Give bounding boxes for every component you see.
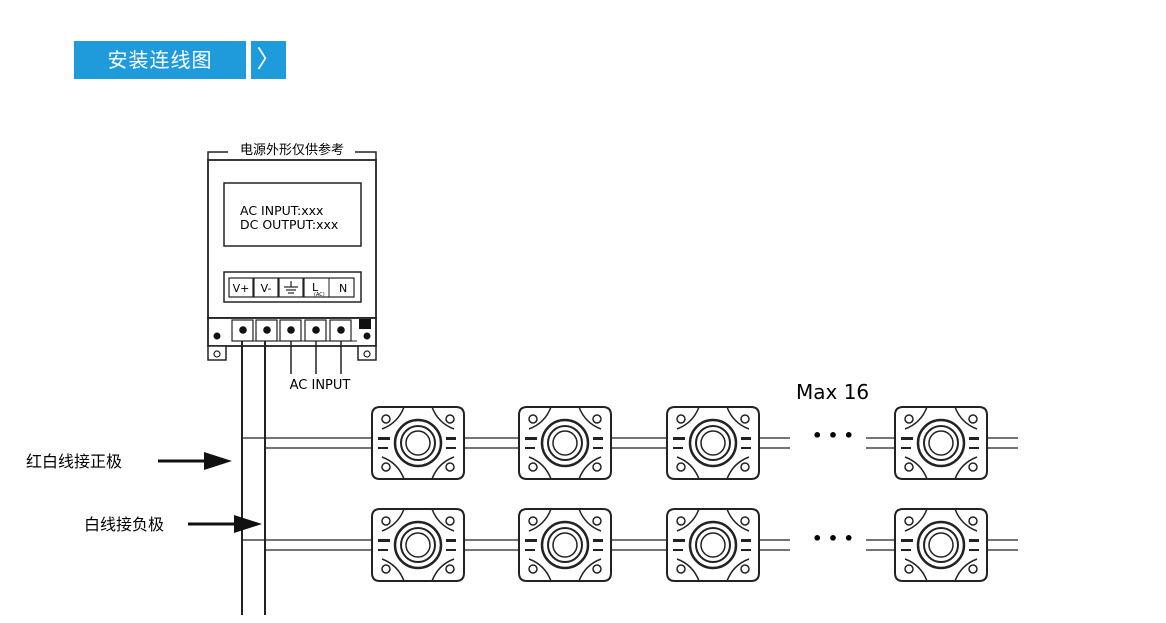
module-row-2 <box>370 507 1018 583</box>
ac-input-label: AC INPUT <box>290 378 351 393</box>
terminal-v-plus: V+ <box>233 282 250 295</box>
led-module <box>665 507 761 583</box>
led-module <box>893 405 989 481</box>
label-ac-input: AC INPUT:xxx <box>240 203 323 218</box>
section-title: 安装连线图 <box>74 41 246 79</box>
terminal-l-subscript: (AC) <box>314 292 325 298</box>
arrow-right-icon <box>188 515 262 533</box>
arrow-right-icon <box>158 452 232 470</box>
terminal-v-minus: V- <box>261 282 272 295</box>
led-module <box>370 405 466 481</box>
led-module <box>665 405 761 481</box>
terminal-l: L <box>312 281 319 294</box>
power-supply-caption: 电源外形仅供参考 <box>240 142 344 158</box>
positive-wire-label: 红白线接正极 <box>26 452 122 471</box>
module-row-1 <box>370 405 1018 481</box>
negative-wire-label: 白线接负极 <box>84 515 164 534</box>
led-module <box>370 507 466 583</box>
led-module <box>517 405 613 481</box>
terminal-screws <box>213 319 371 342</box>
ellipsis-row-1: • • • <box>812 426 854 445</box>
max-count-label: Max 16 <box>796 380 869 404</box>
ground-icon <box>284 281 298 294</box>
led-module <box>893 507 989 583</box>
power-supply: 电源外形仅供参考 AC INPUT:xxx DC OUTPUT:xxx V+ V… <box>207 142 377 393</box>
dc-bus-wires <box>241 341 372 615</box>
ellipsis-row-2: • • • <box>812 529 854 548</box>
label-dc-output: DC OUTPUT:xxx <box>240 217 338 232</box>
led-module <box>517 507 613 583</box>
chevron-right-icon: 〉 <box>251 41 286 79</box>
terminal-n: N <box>339 282 347 295</box>
